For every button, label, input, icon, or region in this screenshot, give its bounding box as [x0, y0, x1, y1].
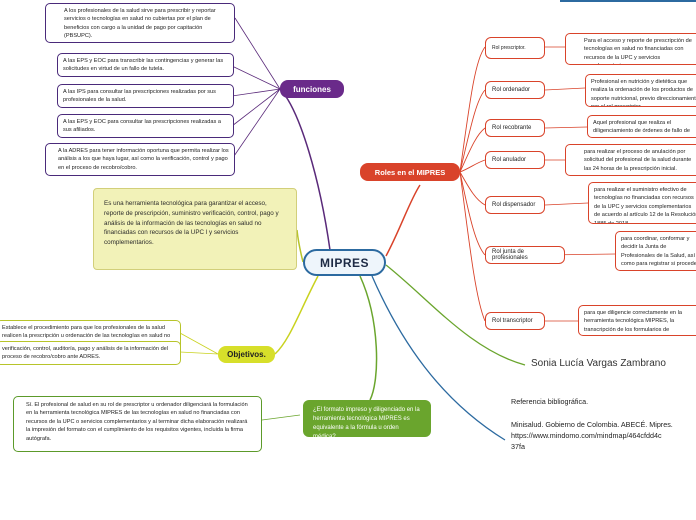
mipres-description-note: Es una herramienta tecnológica para gara…: [93, 188, 297, 270]
author-name: Sonia Lucía Vargas Zambrano: [531, 358, 666, 369]
question-node[interactable]: ¿El formato impreso y diligenciado en la…: [303, 400, 431, 437]
question-answer: Sí. El profesional de salud en su rol de…: [13, 396, 262, 452]
funciones-item-2: A las EPS y EOC para transcribir las con…: [57, 53, 234, 77]
reference-line-1: Minisalud. Gobierno de Colombia. ABECÉ. …: [511, 420, 673, 429]
top-edge-bar: [560, 0, 696, 2]
roles-node[interactable]: Roles en el MIPRES: [360, 163, 460, 181]
objetivos-item-2: verificación, control, auditoría, pago y…: [0, 341, 181, 365]
rol-recobrante[interactable]: Rol recobrante: [485, 119, 545, 137]
funciones-item-4: A las EPS y EOC para consultar las presc…: [57, 114, 234, 138]
rol-prescriptor-desc: Para el acceso y reporte de prescripción…: [565, 33, 696, 65]
rol-recobrante-desc: Aquel profesional que realiza el diligen…: [587, 115, 696, 138]
objetivos-node[interactable]: Objetivos.: [218, 346, 275, 363]
rol-transcriptor-desc: para que diligencie correctamente en la …: [578, 305, 696, 336]
rol-dispensador[interactable]: Rol dispensador: [485, 196, 545, 214]
reference-line-2[interactable]: https://www.mindomo.com/mindmap/464cfdd4…: [511, 431, 662, 440]
funciones-item-1: A los profesionales de la salud sirve pa…: [45, 3, 235, 43]
funciones-item-3: A las IPS para consultar las prescripcio…: [57, 84, 234, 108]
rol-junta-de-profesionales[interactable]: Rol junta de profesionales: [485, 246, 565, 264]
rol-anulador[interactable]: Rol anulador: [485, 151, 545, 169]
rol-ordenador[interactable]: Rol ordenador: [485, 81, 545, 99]
funciones-item-5: A la ADRES para tener información oportu…: [45, 143, 235, 176]
central-topic-node[interactable]: MIPRES: [303, 249, 386, 276]
reference-line-3: 37fa: [511, 442, 525, 451]
funciones-node[interactable]: funciones: [280, 80, 344, 98]
rol-prescriptor[interactable]: Rol prescriptor.: [485, 37, 545, 59]
rol-dispensador-desc: para realizar el suministro efectivo de …: [588, 182, 696, 224]
reference-heading: Referencia bibliográfica.: [511, 397, 589, 406]
rol-ordenador-desc: Profesional en nutrición y dietética que…: [585, 74, 696, 107]
rol-transcriptor[interactable]: Rol transcriptor: [485, 312, 545, 330]
rol-anulador-desc: para realizar el proceso de anulación po…: [565, 144, 696, 176]
rol-junta-desc: para coordinar, conformar y decidir la J…: [615, 231, 696, 271]
